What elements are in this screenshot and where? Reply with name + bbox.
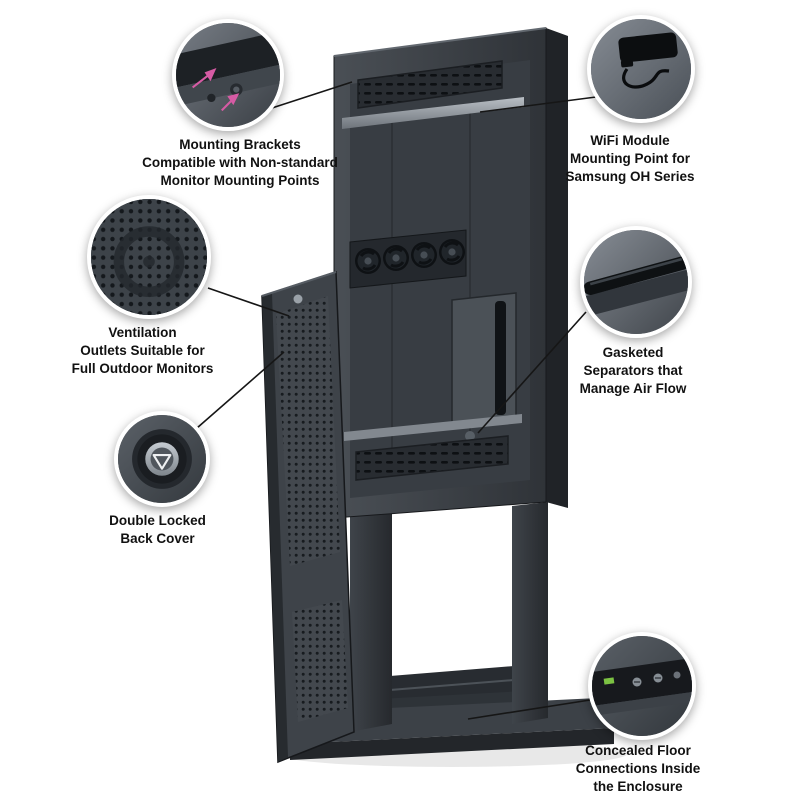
gasket-separator-tab [465,431,475,441]
access-panel [451,292,517,429]
rubber-gasket-icon [584,256,688,295]
line-wifi-module [479,96,597,113]
floor-connections-label: Concealed Floor Connections Inside the E… [575,743,701,794]
mesh-back-door [261,270,355,764]
wifi-module-detail [587,15,695,123]
ventilation-label: Ventilation Outlets Suitable for Full Ou… [71,325,214,376]
top-crossbar [342,97,524,129]
wifi-module-box-icon [618,32,678,89]
ventilation-detail [87,195,211,319]
floor-connection-ports-icon [603,671,681,687]
wifi-module-label: WiFi Module Mounting Point for Samsung O… [565,133,695,184]
support-legs [350,502,548,732]
floor-connections-detail [588,632,696,740]
line-floor-connections [467,699,591,720]
cooling-fans [349,229,467,289]
enclosure-body [333,27,568,519]
line-double-lock [196,351,285,429]
cam-lock-icon [132,429,192,489]
callout-lines [196,81,597,720]
line-gasket [477,311,587,434]
lower-vent-grille [355,435,509,481]
door-lock-knob [293,294,303,304]
mounting-brackets-label: Mounting Brackets Compatible with Non-st… [142,137,338,188]
top-vent-grille [357,60,503,109]
double-lock-label: Double Locked Back Cover [109,513,206,546]
gasket-label: Gasketed Separators that Manage Air Flow [579,345,687,396]
bracket-arrow-icon [192,67,240,112]
double-lock-detail [114,411,210,507]
lower-crossbar [344,414,522,441]
mounting-brackets-detail [172,19,284,131]
line-ventilation [207,287,290,317]
gasket-separator-detail [580,226,692,338]
line-mounting-brackets [271,81,353,109]
vent-fan-shadow-icon [113,226,185,298]
